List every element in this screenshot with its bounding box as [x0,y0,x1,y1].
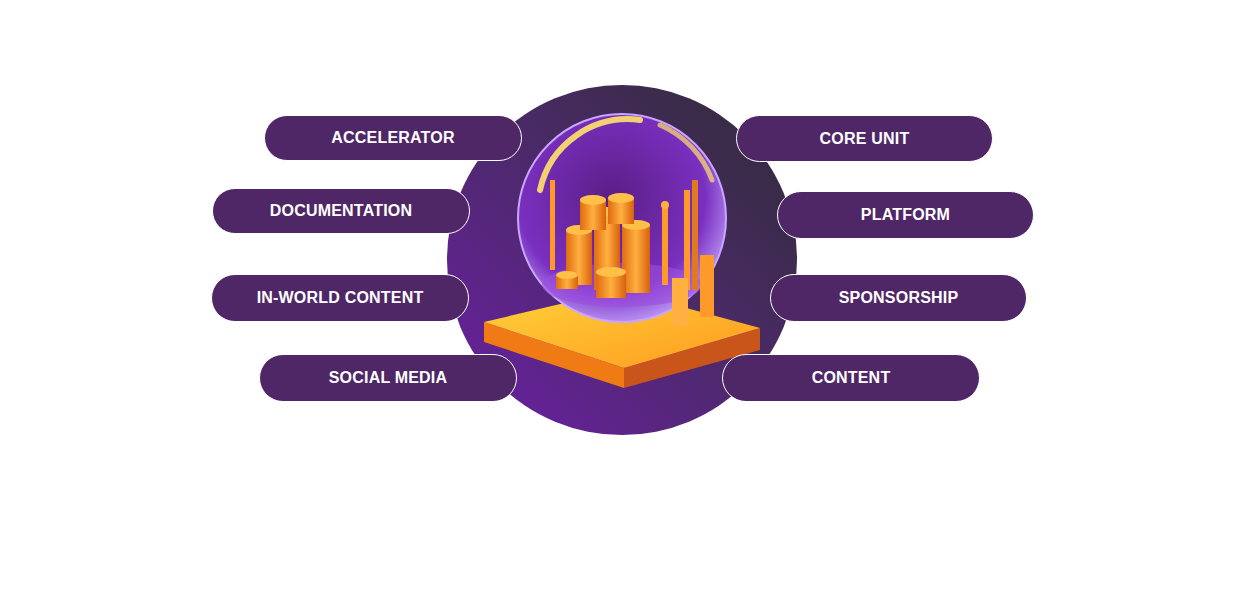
pill-label: IN-WORLD CONTENT [257,289,424,307]
category-pill: DOCUMENTATION [212,188,470,234]
category-pill: IN-WORLD CONTENT [211,274,469,322]
pill-label: CONTENT [812,369,891,387]
category-pill: CORE UNIT [736,115,993,162]
pill-label: SOCIAL MEDIA [329,369,448,387]
category-pill: SPONSORSHIP [770,274,1027,322]
pill-label: ACCELERATOR [331,129,454,147]
pill-label: SPONSORSHIP [839,289,959,307]
pill-label: PLATFORM [861,206,950,224]
pill-label: CORE UNIT [820,130,910,148]
pill-label: DOCUMENTATION [270,202,412,220]
category-pill: ACCELERATOR [264,115,522,161]
category-pill: PLATFORM [777,191,1034,239]
category-pill: SOCIAL MEDIA [259,354,517,402]
category-pill: CONTENT [722,354,980,402]
